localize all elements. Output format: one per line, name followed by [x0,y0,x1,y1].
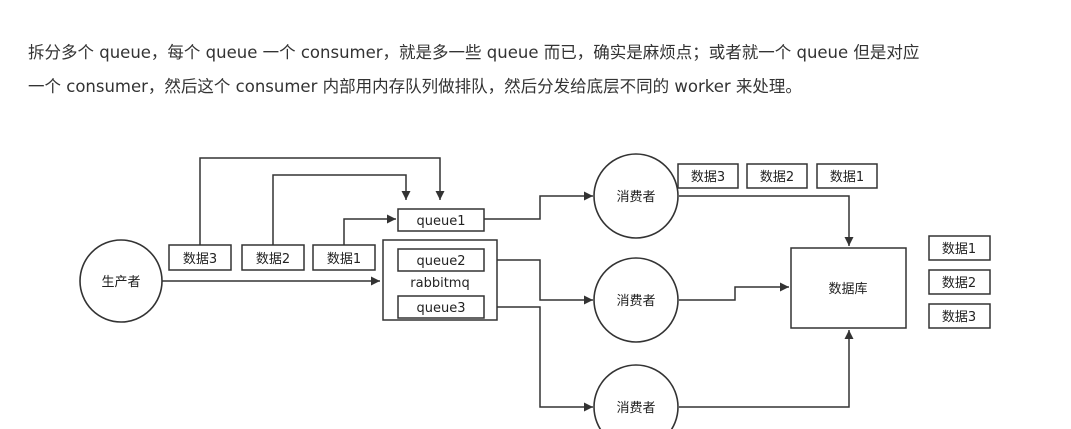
db-record-2: 数据2 [928,269,991,295]
consumer1-buffer-item-2-label: 数据2 [760,170,794,185]
consumer1-buffer-item-1-label: 数据3 [691,170,725,185]
consumer1-buffer-item-3: 数据1 [816,163,878,189]
consumer1-buffer-item-3-label: 数据1 [830,170,864,185]
producer-node: 生产者 [79,239,163,323]
consumer-1: 消费者 [593,153,679,239]
route-msg3-to-queue1 [199,157,445,245]
route-msg1-to-queue1 [343,214,396,245]
consumer-1-label: 消费者 [616,190,655,205]
consumer1-buffer-item-2: 数据2 [746,163,808,189]
db-record-2-label: 数据2 [942,276,976,291]
db-record-3-label: 数据3 [942,310,976,325]
route-msg2-to-queue1 [272,174,411,245]
consumer-3: 消费者 [593,364,679,429]
route-queue3-to-consumer3 [484,306,593,412]
rabbitmq-label: rabbitmq [410,276,469,291]
sent-message-2: 数据2 [241,244,305,271]
route-consumer1-to-database [679,195,854,246]
queue1-node: queue1 [397,208,485,232]
database-label: 数据库 [828,281,867,297]
database-node: 数据库 [790,247,907,329]
route-consumer2-to-database [679,282,789,301]
route-queue2-to-consumer2 [484,259,593,305]
db-record-1-label: 数据1 [942,242,976,257]
consumer-3-label: 消费者 [616,401,655,416]
consumer1-buffer-item-1: 数据3 [677,163,739,189]
queue3-label: queue3 [417,301,466,316]
route-consumer3-to-database [679,330,854,408]
queue1-label: queue1 [417,214,466,229]
consumer-2-label: 消费者 [616,294,655,309]
description-line-1: 拆分多个 queue，每个 queue 一个 consumer，就是多一些 qu… [28,43,920,62]
sent-message-3: 数据1 [312,244,376,271]
description-line-2: 一个 consumer，然后这个 consumer 内部用内存队列做排队，然后分… [28,77,802,96]
sent-message-3-label: 数据1 [327,252,361,267]
description-paragraph: 拆分多个 queue，每个 queue 一个 consumer，就是多一些 qu… [28,36,1048,104]
consumer-2: 消费者 [593,257,679,343]
sent-message-1-label: 数据3 [183,252,217,267]
db-record-3: 数据3 [928,303,991,329]
sent-message-2-label: 数据2 [256,252,290,267]
queue2-node [397,248,485,272]
queue3-node [397,295,485,319]
sent-message-1: 数据3 [168,244,232,271]
db-record-1: 数据1 [928,235,991,261]
producer-label: 生产者 [101,275,140,290]
queue2-label: queue2 [417,254,466,269]
rabbitmq-broker: queue2 rabbitmq queue3 [382,239,498,321]
route-queue1-to-consumer1 [484,191,593,220]
